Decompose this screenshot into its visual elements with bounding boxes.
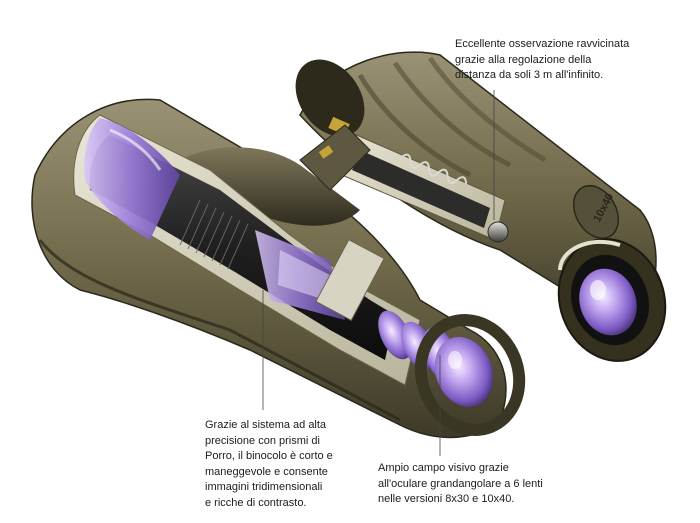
front-barrel	[31, 98, 526, 439]
caption-close-focus: Eccellente osservazione ravvicinata graz…	[455, 38, 630, 81]
caption-wide-eyepiece: Ampio campo visivo grazie all'oculare gr…	[378, 462, 543, 505]
rear-eyepiece	[557, 238, 667, 362]
caption-porro-prisms: Grazie al sistema ad alta precisione con…	[205, 419, 333, 509]
model-badge: 10x40	[572, 185, 620, 239]
center-hinge	[299, 124, 371, 191]
